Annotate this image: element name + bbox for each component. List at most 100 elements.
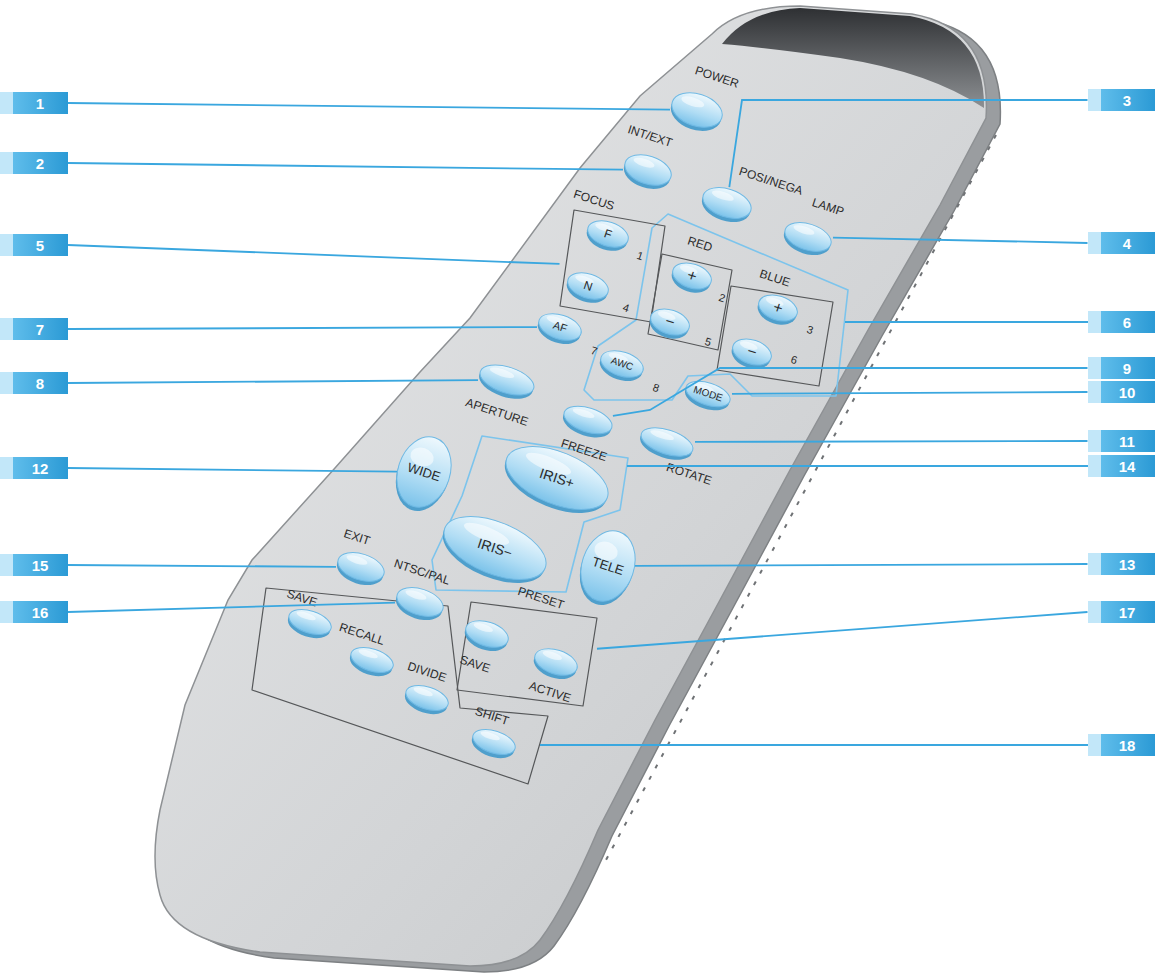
remote-button: INT/EXT [623, 154, 673, 186]
button-label: SHIFT [474, 705, 511, 727]
callout-number: 7 [36, 322, 44, 337]
callout-number: 14 [1119, 459, 1136, 474]
callout-box: 9 [1088, 357, 1155, 379]
button-shape [349, 647, 395, 673]
remote-button: AF7 [537, 313, 583, 341]
button-label: 7 [589, 345, 598, 357]
callout-box: 16 [0, 601, 68, 623]
button-highlight [792, 223, 815, 237]
button-label: POSI/NEGA [738, 165, 805, 197]
remote-button: −5 [649, 308, 691, 336]
remote-button: ROTATE [639, 428, 695, 456]
button-highlight [413, 686, 434, 698]
remote-button: SHIFT [471, 729, 517, 755]
button-highlight [345, 553, 368, 567]
remote-face [155, 6, 986, 966]
callout-box: 11 [1088, 430, 1155, 452]
button-highlight [649, 428, 675, 442]
button-top [597, 346, 646, 382]
remote-button: APERTURE [478, 365, 536, 395]
remote-button: ACTIVE [533, 648, 579, 676]
leader-line [68, 245, 560, 264]
callout-number: 12 [32, 461, 49, 476]
button-shape [562, 406, 614, 434]
button-top [781, 217, 835, 257]
leader-line [627, 465, 1088, 467]
button-label: 5 [703, 336, 712, 348]
leader-line [68, 103, 670, 110]
group-border [457, 602, 597, 706]
button-highlight [473, 621, 494, 634]
leader-line [68, 163, 623, 170]
callout-box: 7 [0, 318, 68, 340]
callout-number: 4 [1123, 236, 1131, 251]
button-top [462, 616, 511, 652]
button-top [334, 547, 388, 587]
group-border [717, 286, 833, 386]
button-top [683, 376, 734, 411]
button-highlight [542, 649, 563, 662]
button-shape [533, 648, 579, 676]
callout-number: 16 [32, 605, 49, 620]
button-label: EXIT [342, 527, 371, 547]
button-shape [639, 428, 695, 456]
callout-box: 3 [1088, 89, 1155, 111]
remote-button: POSI/NEGA [701, 187, 753, 219]
button-top [729, 334, 774, 369]
callout-box: 12 [0, 457, 68, 479]
button-label: INT/EXT [626, 123, 673, 149]
callout-number: 8 [36, 376, 44, 391]
button-top [755, 290, 800, 325]
callout-box: 6 [1088, 311, 1155, 333]
button-highlight [296, 610, 317, 622]
button-shape [670, 92, 724, 128]
remote-button: DIVIDE [404, 685, 450, 711]
button-top [564, 268, 611, 304]
button-top [348, 643, 397, 678]
leader-line [540, 744, 1088, 746]
button-top [393, 582, 447, 622]
leader-line [597, 612, 1088, 649]
large-button: IRIS+ [502, 450, 612, 506]
callout-number: 17 [1119, 605, 1136, 620]
button-highlight [711, 188, 735, 202]
button-highlight [572, 407, 596, 420]
button-highlight [404, 588, 427, 602]
callout-number: 13 [1119, 557, 1136, 572]
leader-line [729, 100, 1087, 187]
leader-line [695, 440, 1088, 443]
leader-line [68, 327, 537, 329]
button-top [476, 359, 537, 401]
button-top [388, 430, 460, 515]
button-top [497, 434, 617, 523]
callout-box: 17 [1088, 601, 1155, 623]
button-highlight [480, 730, 501, 742]
button-highlight [358, 648, 379, 660]
button-label: ACTIVE [528, 680, 573, 705]
button-shape [287, 609, 333, 635]
button-top [669, 258, 714, 293]
button-label: 3 [805, 324, 814, 336]
button-label: 8 [651, 382, 660, 394]
callout-number: 3 [1123, 93, 1131, 108]
button-top [584, 216, 631, 252]
callout-box: 4 [1088, 232, 1155, 254]
leader-line [68, 468, 397, 472]
callout-box: 18 [1088, 734, 1155, 756]
callout-box: 14 [1088, 455, 1155, 477]
remote-button: NTSC/PAL [395, 587, 445, 617]
callout-number: 11 [1119, 434, 1135, 449]
callout-number: 18 [1119, 738, 1136, 753]
button-shape [395, 587, 445, 617]
memory-group-outline [252, 588, 548, 784]
group-border [560, 210, 665, 322]
leader-line [613, 368, 1088, 416]
button-label: RED [686, 234, 714, 253]
callout-box: 2 [0, 152, 68, 174]
color-group-outline [584, 214, 848, 400]
button-label: 4 [621, 302, 630, 314]
button-top [572, 524, 644, 609]
remote-button: −6 [731, 338, 773, 366]
